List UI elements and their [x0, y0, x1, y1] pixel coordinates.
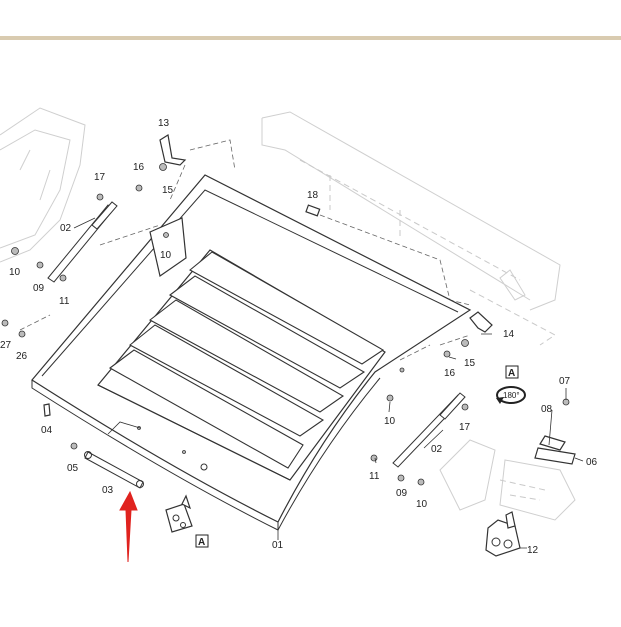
rotate-180-icon: 180° — [496, 386, 526, 404]
svg-text:A: A — [198, 537, 205, 548]
part-label-07: 07 — [559, 376, 571, 387]
part-label-11: 11 — [59, 296, 70, 307]
fasteners — [1, 163, 570, 486]
part-label-10: 10 — [160, 250, 172, 261]
guide-lines — [19, 139, 471, 361]
part-label-27: 27 — [0, 340, 12, 351]
louver-slat — [168, 275, 366, 389]
part-label-06: 06 — [586, 457, 598, 468]
panel-hole — [200, 463, 208, 471]
part-label-08: 08 — [541, 404, 553, 415]
gas-strut-right — [392, 392, 466, 468]
part-label-05: 05 — [67, 463, 79, 474]
detail-bracket-10 — [149, 217, 187, 277]
part-label-15: 15 — [464, 358, 476, 369]
leader-lines — [73, 217, 584, 549]
part-label-02: 02 — [60, 223, 72, 234]
top-band — [0, 0, 621, 40]
part-label-11: 11 — [369, 471, 380, 482]
louver-slat — [189, 251, 385, 365]
ghost-right-frame — [261, 111, 561, 346]
ghost-left-housing — [0, 107, 86, 263]
seal-strip — [43, 403, 51, 417]
part-label-03: 03 — [102, 485, 114, 496]
part-label-26: 26 — [16, 351, 28, 362]
view-marker-a-right: A — [505, 365, 519, 379]
part-label-10: 10 — [416, 499, 428, 510]
louver-slat — [129, 324, 325, 437]
panel-rivet — [182, 450, 186, 454]
part-label-14: 14 — [503, 329, 515, 340]
gas-strut-left — [47, 201, 118, 283]
striker-plate — [165, 494, 193, 533]
part-label-17: 17 — [459, 422, 471, 433]
part-label-01: 01 — [272, 540, 284, 551]
part-label-13: 13 — [158, 118, 170, 129]
part-label-10: 10 — [384, 416, 396, 427]
svg-text:A: A — [508, 368, 515, 379]
part-label-09: 09 — [33, 283, 45, 294]
part-label-15: 15 — [162, 185, 174, 196]
part-label-10: 10 — [9, 267, 21, 278]
part-label-18: 18 — [307, 190, 319, 201]
highlight-arrow — [119, 490, 138, 563]
hinge-plate-lower — [485, 511, 521, 557]
louver-grille — [97, 249, 386, 481]
louver-slat — [148, 299, 345, 413]
handle-bar — [84, 451, 144, 489]
part-label-17: 17 — [94, 172, 106, 183]
hinge-bracket-top — [159, 134, 187, 166]
catch-assembly — [534, 435, 576, 465]
part-label-16: 16 — [444, 368, 456, 379]
ghost-right-bracket — [439, 439, 576, 521]
latch-bracket — [469, 311, 493, 333]
part-label-12: 12 — [527, 545, 539, 556]
part-label-04: 04 — [41, 425, 53, 436]
louver-slat — [108, 349, 304, 469]
view-marker-a-lower: A — [195, 534, 209, 548]
part-label-02: 02 — [431, 444, 443, 455]
bolt-18 — [305, 204, 321, 217]
part-label-09: 09 — [396, 488, 408, 499]
svg-text:180°: 180° — [503, 391, 520, 400]
part-label-16: 16 — [133, 162, 145, 173]
panel-rivet — [399, 367, 405, 373]
